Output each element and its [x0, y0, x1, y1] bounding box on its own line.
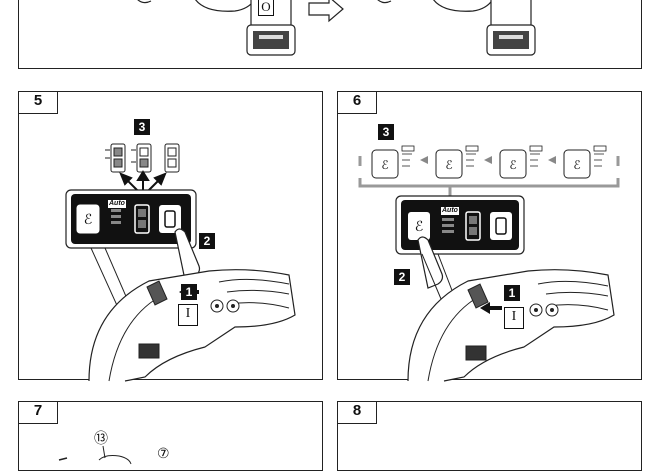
- svg-text:ℰ: ℰ: [573, 158, 580, 172]
- figure-number: 5: [33, 92, 43, 109]
- figure-6-panel: 6 ℰ ℰ ℰ ℰ: [337, 91, 642, 382]
- svg-text:ℰ: ℰ: [381, 158, 388, 172]
- figure-8-panel: 8: [337, 401, 642, 471]
- figure-number: 7: [33, 402, 43, 419]
- reference-13: ⑬: [94, 432, 108, 447]
- top-switch-label: O: [258, 0, 274, 16]
- callout-3: 3: [134, 119, 150, 135]
- auto-label-fig6: Auto: [441, 207, 459, 215]
- top-tool-illustration: [137, 0, 536, 56]
- callout-1: 1: [181, 284, 197, 300]
- auto-label-fig5: Auto: [108, 200, 126, 208]
- figure-tab-border: [337, 401, 377, 424]
- switch-position-label: I: [504, 307, 524, 329]
- callout-3: 3: [378, 124, 394, 140]
- callout-2: 2: [394, 269, 410, 285]
- figure-tab-border: [18, 401, 58, 424]
- figure-tab-border: [18, 91, 58, 114]
- svg-text:ℰ: ℰ: [84, 212, 92, 228]
- callout-1: 1: [504, 285, 520, 301]
- fig5-illustration: ℰ: [65, 143, 296, 382]
- figure-tab-border: [337, 91, 377, 114]
- callout-2: 2: [199, 233, 215, 249]
- switch-position-label: I: [178, 304, 198, 326]
- svg-text:ℰ: ℰ: [415, 219, 423, 235]
- figure-top-panel: O: [18, 0, 642, 69]
- fig6-illustration: ℰ ℰ ℰ ℰ ℰ: [358, 145, 620, 382]
- fig7-illustration: [58, 445, 132, 465]
- figure-7-panel: 7 ⑬ ⑦: [18, 401, 323, 471]
- svg-text:ℰ: ℰ: [445, 158, 452, 172]
- figure-number: 8: [352, 402, 362, 419]
- svg-text:ℰ: ℰ: [509, 158, 516, 172]
- figure-5-panel: 5 ℰ: [18, 91, 323, 382]
- figure-number: 6: [352, 92, 362, 109]
